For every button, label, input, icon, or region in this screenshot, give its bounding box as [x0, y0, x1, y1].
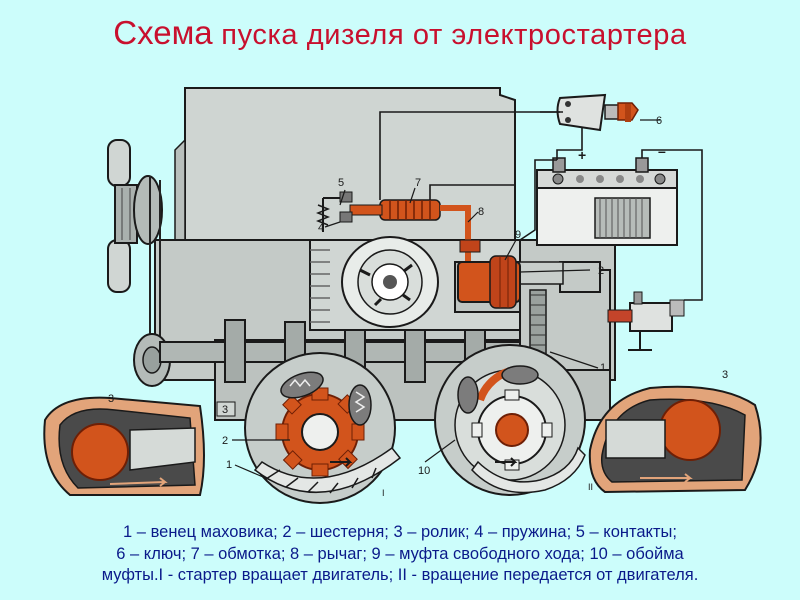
- detail-II: [434, 344, 586, 496]
- callout-labels: 6 + – 5 7 4 8 9 2 1 3 3 2 1 10 3 I II: [108, 115, 728, 498]
- legend-line-2: 6 – ключ; 7 – обмотка; 8 – рычаг; 9 – му…: [116, 544, 684, 563]
- leader-lines: [232, 119, 660, 481]
- label-3-left: 3: [108, 393, 114, 405]
- label-8: 8: [478, 206, 484, 218]
- label-3-mid: 3: [222, 404, 228, 416]
- wiring: [379, 111, 703, 301]
- label-6: 6: [656, 115, 662, 127]
- solenoid-assembly: [349, 199, 521, 309]
- label-2-detail: 2: [222, 435, 228, 447]
- label-9: 9: [515, 229, 521, 241]
- label-5: 5: [338, 177, 344, 189]
- label-2-top: 2: [598, 265, 604, 277]
- label-4: 4: [318, 222, 324, 234]
- label-3-right: 3: [722, 369, 728, 381]
- label-7: 7: [415, 177, 421, 189]
- side-device: [607, 291, 685, 351]
- label-10: 10: [418, 465, 430, 477]
- label-roman-I: I: [382, 488, 385, 498]
- title-part-1: Схема: [113, 14, 213, 51]
- label-minus: –: [658, 143, 666, 159]
- ignition-switch: [556, 93, 639, 132]
- label-roman-II: II: [588, 482, 593, 492]
- contacts-and-spring: [315, 191, 353, 232]
- crankshaft: [159, 319, 561, 383]
- page-title: Схема пуска дизеля от электростартера: [0, 14, 800, 52]
- fan-assembly: [107, 139, 171, 387]
- legend-line-3: муфты.I - стартер вращает двигатель; II …: [101, 566, 699, 584]
- label-1-top: 1: [600, 362, 606, 374]
- roller-inset-right: [588, 385, 762, 494]
- roller-inset-left: [43, 396, 205, 496]
- detail-II-gear: [471, 389, 553, 471]
- detail-I-gear: [275, 387, 365, 477]
- label-plus: +: [578, 147, 586, 163]
- starter-diagram: 6 + – 5 7 4 8 9 2 1 3 3 2 1 10 3 I II: [43, 87, 762, 504]
- legend-line-1: 1 – венец маховика; 2 – шестерня; 3 – ро…: [123, 523, 677, 541]
- legend: 1 – венец маховика; 2 – шестерня; 3 – ро…: [0, 522, 800, 587]
- label-1-detail: 1: [226, 459, 232, 471]
- battery: [536, 157, 678, 246]
- detail-I: [244, 352, 402, 504]
- title-part-2: пуска дизеля от электростартера: [212, 19, 687, 51]
